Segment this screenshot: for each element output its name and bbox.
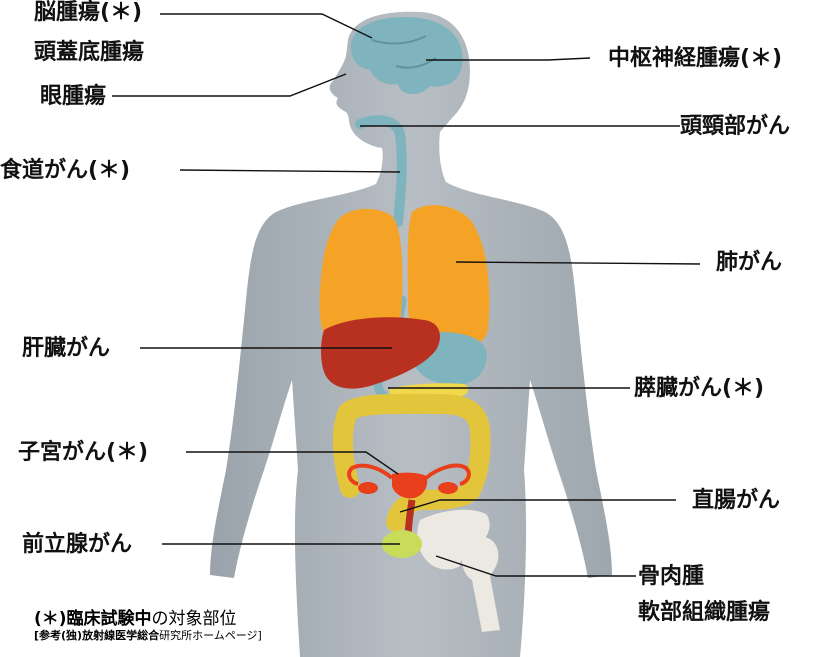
label-liver-cancer: 肝臓がん (22, 336, 110, 362)
label-uterine-cancer: 子宮がん(＊) (18, 440, 148, 466)
footnote-rest: の対象部位 (152, 609, 237, 629)
label-eye-tumor: 眼腫瘍 (40, 84, 106, 110)
right-ovary (438, 482, 458, 494)
footnote-source-rest: 研究所ホームページ] (159, 629, 262, 642)
label-head-neck-cancer: 頭頸部がん (680, 114, 790, 140)
footnote: (＊)臨床試験中の対象部位 (34, 604, 237, 629)
footnote-source-bold: [参考(独)放射線医学総合 (34, 629, 159, 642)
label-osteosarcoma: 骨肉腫 (638, 564, 704, 590)
label-cns-tumor: 中枢神経腫瘍(＊) (608, 46, 782, 72)
footnote-source: [参考(独)放射線医学総合研究所ホームページ] (34, 627, 262, 643)
leader-esophagus (180, 170, 400, 172)
label-soft-tissue-tumor: 軟部組織腫瘍 (638, 600, 770, 626)
label-rectal-cancer: 直腸がん (692, 488, 780, 514)
label-lung-cancer: 肺がん (716, 250, 782, 276)
footnote-marker: (＊) (34, 609, 67, 629)
footnote-bold: 臨床試験中 (67, 609, 152, 629)
label-skull-base-tumor: 頭蓋底腫瘍 (34, 40, 144, 66)
left-ovary (358, 482, 378, 494)
label-esophageal-cancer: 食道がん(＊) (0, 158, 130, 184)
leader-eye (112, 74, 346, 96)
label-pancreatic-cancer: 膵臓がん(＊) (634, 376, 764, 402)
label-brain-tumor: 脳腫瘍(＊) (34, 0, 142, 26)
label-prostate-cancer: 前立腺がん (22, 532, 132, 558)
leader-brain (160, 14, 372, 38)
